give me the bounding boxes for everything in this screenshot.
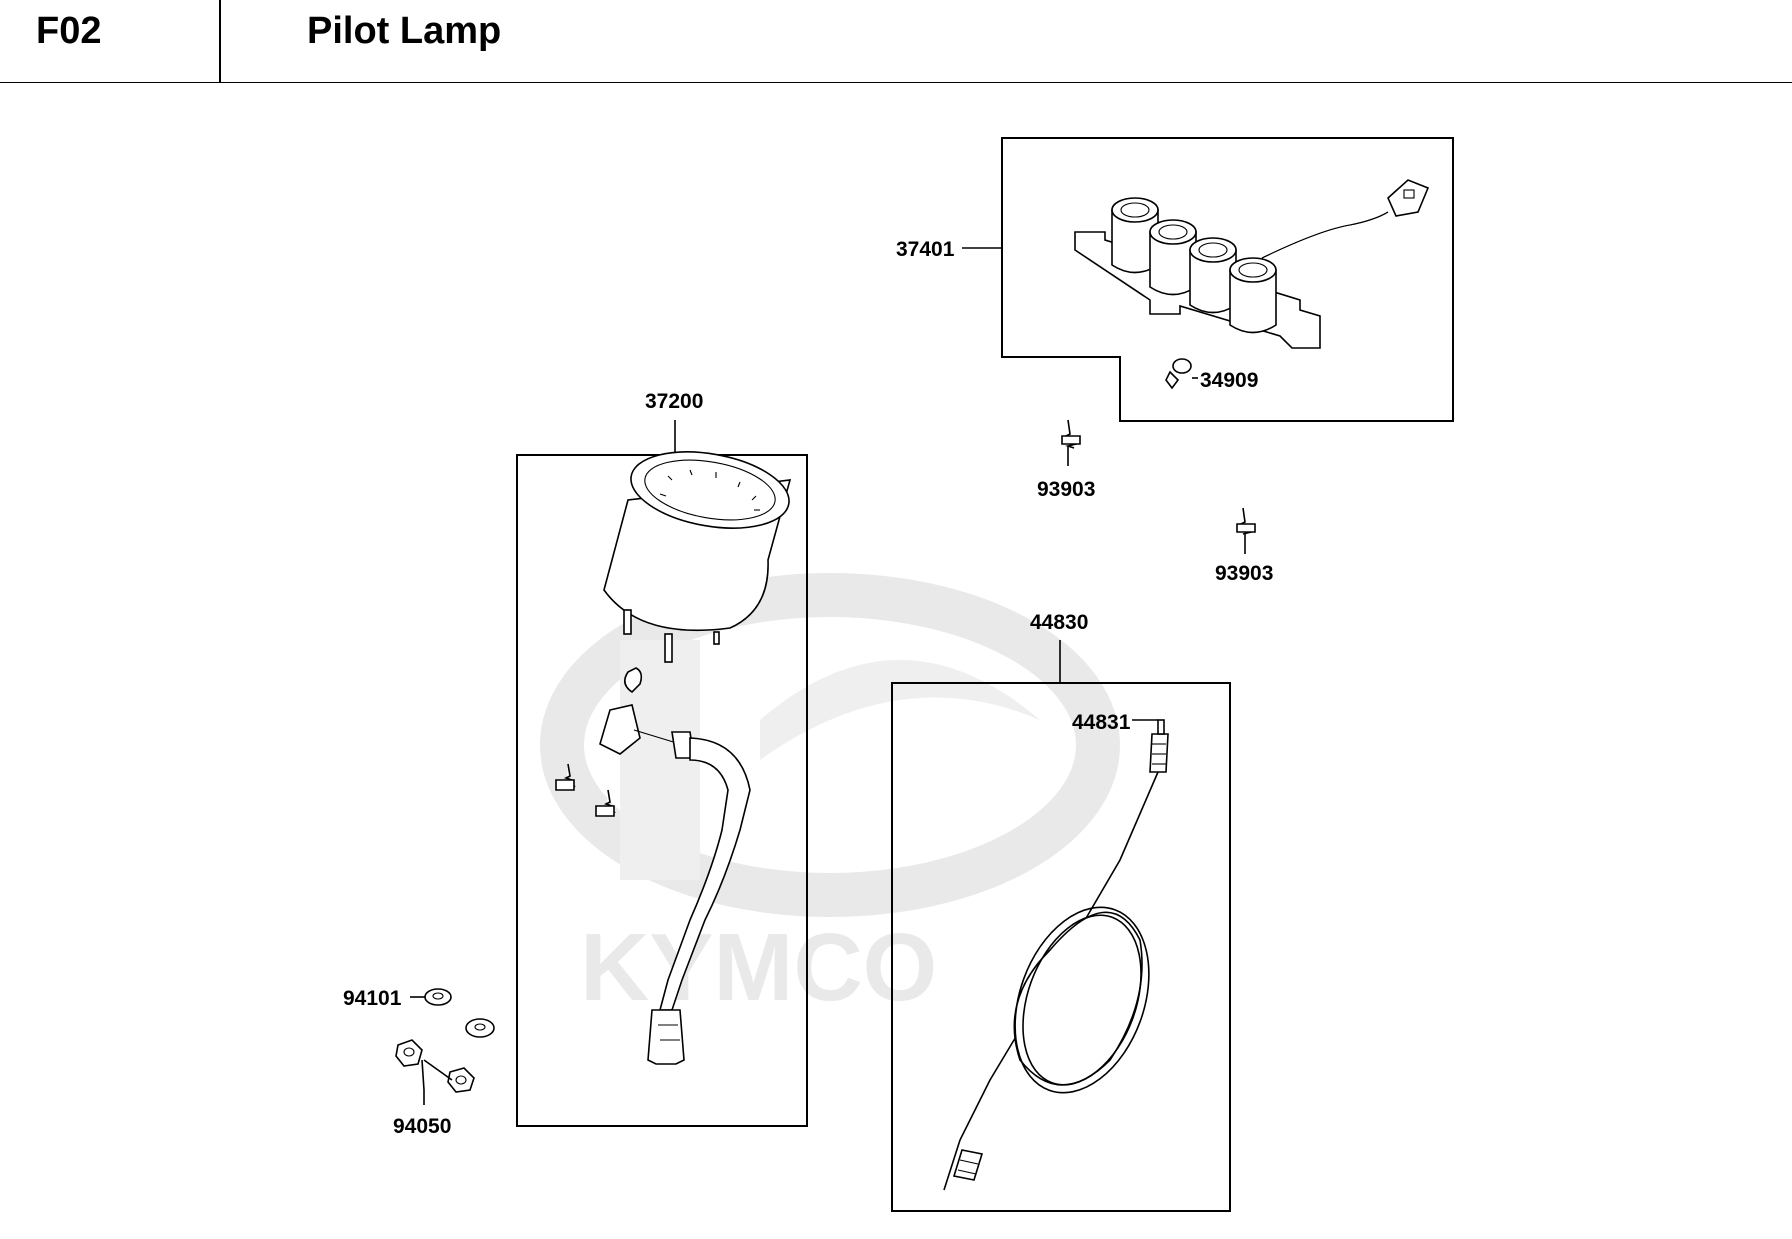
callout-37401: 37401 bbox=[896, 238, 955, 261]
callout-93903: 93903 bbox=[1215, 562, 1273, 585]
page-title: Pilot Lamp bbox=[307, 10, 502, 52]
callout-94101: 94101 bbox=[343, 987, 402, 1010]
kymco-watermark: KYMCO bbox=[540, 573, 1120, 1021]
tapping-screw-icon bbox=[595, 789, 616, 817]
cable-end-icon bbox=[1157, 719, 1165, 735]
callout-44830: 44830 bbox=[1030, 611, 1088, 634]
watermark-text: KYMCO bbox=[580, 914, 937, 1021]
callout-44831: 44831 bbox=[1072, 711, 1131, 734]
callout-94050: 94050 bbox=[393, 1115, 451, 1138]
page-header: F02 Pilot Lamp bbox=[0, 0, 1792, 83]
washer-icon bbox=[424, 988, 452, 1006]
tapping-screw-icon bbox=[1236, 507, 1256, 535]
indicator-lamp-group bbox=[962, 137, 1454, 422]
washer-icon bbox=[465, 1018, 495, 1038]
meter-assembly-icon bbox=[599, 451, 792, 1065]
speedometer-cable-icon bbox=[943, 733, 1169, 1191]
cable-box bbox=[891, 682, 1231, 1212]
tapping-screw-icon bbox=[555, 763, 576, 791]
callout-34909: 34909 bbox=[1200, 369, 1258, 392]
nut-icon bbox=[395, 1039, 423, 1067]
indicator-lamp-box bbox=[1001, 137, 1454, 422]
meter-assembly-group bbox=[516, 420, 808, 1127]
section-code: F02 bbox=[36, 10, 102, 52]
nut-icon bbox=[447, 1067, 475, 1093]
speedometer-cable-group bbox=[891, 640, 1231, 1212]
tapping-screw-icon bbox=[1061, 419, 1081, 449]
callout-93903: 93903 bbox=[1037, 478, 1095, 501]
bulb-icon bbox=[1165, 358, 1192, 390]
indicator-lamp-assembly-icon bbox=[1074, 179, 1430, 349]
header-divider bbox=[219, 0, 221, 82]
callout-37200: 37200 bbox=[645, 390, 703, 413]
